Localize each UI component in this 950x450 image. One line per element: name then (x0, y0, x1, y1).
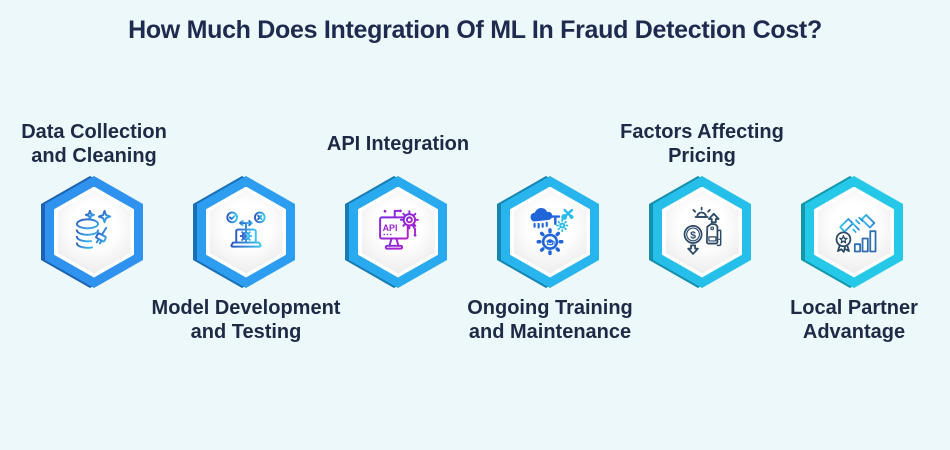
svg-text:$: $ (690, 230, 696, 242)
step-label: Data Collection and Cleaning (21, 121, 167, 167)
api-gear-icon: API (372, 206, 424, 258)
cloud-maintenance-icon (524, 206, 576, 258)
step-api-integration: API Integration API (298, 112, 498, 362)
step-pricing-factors: Factors Affecting Pricing $ (602, 112, 802, 362)
step-model-development: Model Development and Testing (146, 112, 346, 362)
hexagon (41, 176, 143, 288)
svg-text:API: API (383, 223, 398, 233)
step-label: Local Partner Advantage (790, 297, 918, 343)
page-title: How Much Does Integration Of ML In Fraud… (128, 16, 822, 44)
laptop-testing-icon (220, 206, 272, 258)
step-label: Model Development and Testing (151, 297, 341, 343)
hexagon (497, 176, 599, 288)
step-local-partner: Local Partner Advantage (754, 112, 950, 362)
database-cleaning-icon (68, 206, 120, 258)
step-data-collection: Data Collection and Cleaning (0, 112, 194, 362)
step-label: Ongoing Training and Maintenance (467, 297, 633, 343)
hexagon (193, 176, 295, 288)
hexagon: API (345, 176, 447, 288)
step-label: Factors Affecting Pricing (620, 121, 784, 167)
hexagon: $ (649, 176, 751, 288)
partner-advantage-icon (828, 206, 880, 258)
step-label: API Integration (326, 133, 470, 155)
pricing-factors-icon: $ (676, 206, 728, 258)
hexagon-face (817, 190, 891, 274)
step-ongoing-training: Ongoing Training and Maintenance (450, 112, 650, 362)
hexagon (801, 176, 903, 288)
